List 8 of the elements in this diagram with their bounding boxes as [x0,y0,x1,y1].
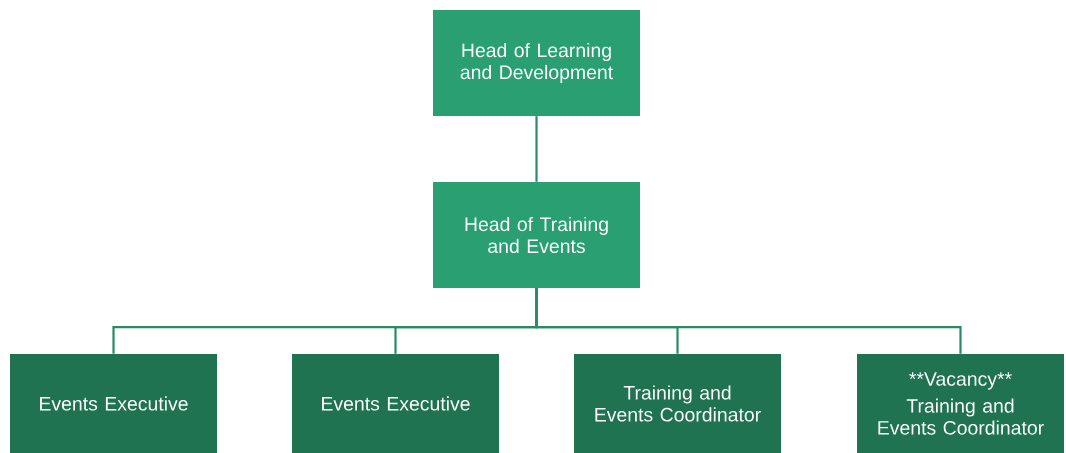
org-box: Events Executive [10,354,217,453]
org-box: Head of Training and Events [433,182,640,288]
org-box: **Vacancy** Training and Events Coordinator [857,354,1064,453]
connector-line [535,288,962,354]
org-box: Head of Learning and Development [433,10,640,116]
org-box: Events Executive [292,354,499,453]
org-box: Training and Events Coordinator [574,354,781,453]
connector-line [535,116,538,182]
